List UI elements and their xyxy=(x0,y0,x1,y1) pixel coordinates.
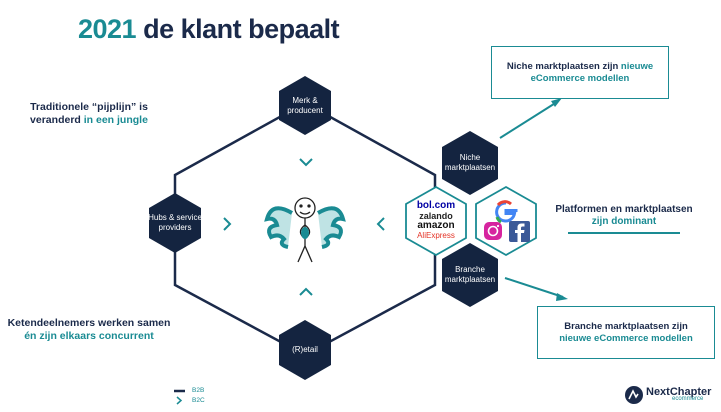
title-year: 2021 xyxy=(78,14,137,44)
platforms-line1: Platformen en marktplaatsen xyxy=(555,204,693,215)
legend-b2b-label: B2B xyxy=(192,387,205,394)
note-pipeline-line1: Traditionele “pijplijn” is xyxy=(30,101,148,113)
chevron-up-icon xyxy=(299,287,313,296)
chevron-left-icon xyxy=(376,217,385,231)
box-branche-line1: Branche marktplaatsen zijn xyxy=(564,320,688,332)
node-retail-label: (R)etail xyxy=(292,345,318,354)
node-hubs-hex xyxy=(149,193,201,253)
facebook-icon xyxy=(509,221,530,242)
arrow-head-niche xyxy=(551,98,562,107)
legend-b2c-label: B2C xyxy=(192,397,205,404)
nextchapter-logo-name: NextChapter xyxy=(646,386,712,398)
note-pipeline: Traditionele “pijplijn” is veranderd in … xyxy=(14,101,164,127)
box-branche-marketplaces: Branche marktplaatsen zijn nieuwe eComme… xyxy=(537,306,715,359)
marketplaces-hex xyxy=(405,185,467,257)
node-branche-hex xyxy=(442,243,498,307)
chevron-down-icon xyxy=(299,158,313,167)
box-niche-marketplaces: Niche marktplaatsen zijn nieuwe eCommerc… xyxy=(491,46,669,99)
node-hubs-label: Hubs & service providers xyxy=(148,213,202,232)
nextchapter-logo: NextChapter ecommerce xyxy=(646,386,711,402)
node-merk-label: Merk & producent xyxy=(287,96,323,115)
arrow-to-niche-box xyxy=(499,101,558,139)
node-niche-label: Niche marktplaatsen xyxy=(444,153,496,172)
instagram-icon xyxy=(484,222,502,240)
note-chain-line1: Ketendeelnemers werken samen xyxy=(7,317,171,329)
node-branche-label: Branche marktplaatsen xyxy=(444,265,496,284)
nextchapter-logo-sub: ecommerce xyxy=(672,396,704,402)
arrow-to-branche-box xyxy=(504,277,564,298)
nextchapter-logo-icon xyxy=(625,386,643,404)
note-chain-line2: én zijn elkaars concurrent xyxy=(24,330,154,342)
amazon-logo: amazon xyxy=(417,220,455,231)
legend-chevron-symbol xyxy=(176,396,183,405)
title-text: de klant bepaalt xyxy=(143,14,340,44)
page-title: 2021 de klant bepaalt xyxy=(78,14,340,45)
aliexpress-logo: AliExpress xyxy=(417,231,455,240)
note-chain-partners: Ketendeelnemers werken samen én zijn elk… xyxy=(4,317,174,343)
note-pipeline-changed: veranderd xyxy=(30,114,81,126)
bolcom-logo: bol.com xyxy=(416,200,456,211)
zalando-logo: zalando xyxy=(419,211,453,221)
note-pipeline-jungle: in een jungle xyxy=(83,114,148,126)
box-niche-line1: Niche marktplaatsen zijn xyxy=(506,60,619,72)
arrow-head-branche xyxy=(556,293,568,301)
box-branche-line2: nieuwe eCommerce modellen xyxy=(559,332,693,344)
node-merk-hex xyxy=(279,76,331,135)
stick-figure-illustration xyxy=(264,197,346,263)
marketplace-logos: bol.com zalando amazon AliExpress xyxy=(413,201,459,241)
box-niche-new: nieuwe xyxy=(620,60,654,72)
platforms-line2: zijn dominant xyxy=(591,216,657,227)
node-retail-hex xyxy=(279,320,331,380)
box-niche-line2: eCommerce modellen xyxy=(530,72,630,84)
chevron-right-icon xyxy=(223,217,232,231)
google-icon xyxy=(495,200,518,224)
platforms-dominant-text: Platformen en marktplaatsen zijn dominan… xyxy=(552,204,696,228)
node-niche-hex xyxy=(442,131,498,195)
